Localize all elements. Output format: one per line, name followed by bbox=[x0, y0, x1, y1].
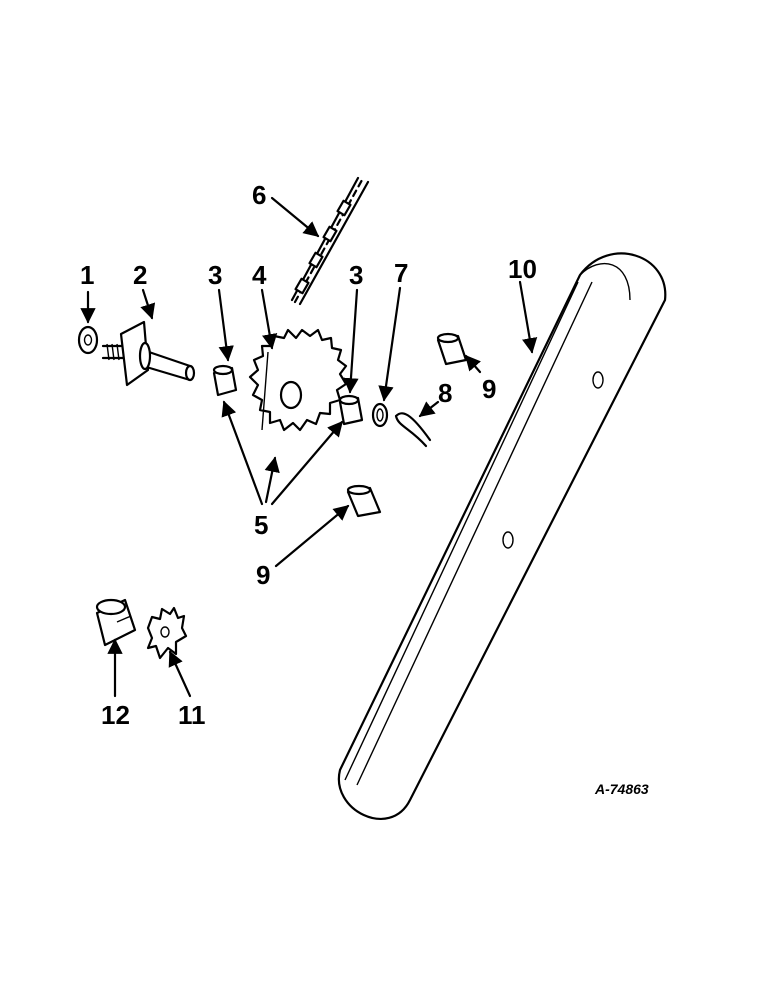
callout-7: 7 bbox=[394, 258, 408, 288]
bushing-part-3-right bbox=[338, 394, 364, 426]
callout-9-lower: 9 bbox=[256, 560, 270, 590]
callout-arrows bbox=[80, 196, 538, 698]
roller-chain-part-6 bbox=[290, 176, 370, 306]
callout-1: 1 bbox=[80, 260, 94, 290]
arrow-2 bbox=[140, 288, 156, 320]
callout-10: 10 bbox=[508, 254, 537, 284]
arrow-8 bbox=[418, 400, 440, 418]
arrow-3-left bbox=[217, 288, 234, 362]
arrow-3-right bbox=[343, 288, 359, 394]
callout-2: 2 bbox=[133, 260, 147, 290]
callout-5: 5 bbox=[254, 510, 268, 540]
bushing-part-9-lower bbox=[346, 484, 382, 518]
arrow-5-c bbox=[270, 420, 344, 506]
callout-6: 6 bbox=[252, 180, 266, 210]
arrow-6 bbox=[270, 196, 320, 238]
arrow-5-b bbox=[264, 456, 280, 504]
small-sprocket-part-11 bbox=[146, 606, 188, 660]
callout-3-left: 3 bbox=[208, 260, 222, 290]
bushing-part-3-left bbox=[212, 364, 238, 397]
callout-12: 12 bbox=[101, 700, 130, 730]
bushing-part-9-upper bbox=[436, 332, 468, 366]
arrow-7 bbox=[378, 286, 402, 402]
arrow-10 bbox=[518, 280, 538, 354]
idler-shaft-part-2 bbox=[101, 320, 196, 387]
figure-id: A-74863 bbox=[594, 781, 649, 797]
washer-part-7 bbox=[371, 402, 389, 428]
arrow-9-lower bbox=[274, 504, 350, 568]
collar-part-12 bbox=[95, 598, 137, 647]
arrow-5-a bbox=[221, 400, 264, 506]
callout-3-right: 3 bbox=[349, 260, 363, 290]
callout-8: 8 bbox=[438, 378, 452, 408]
hair-pin-cotter-part-8 bbox=[394, 412, 432, 448]
callout-4: 4 bbox=[252, 260, 267, 290]
arrow-11 bbox=[168, 650, 192, 698]
guide-plate-part-10 bbox=[337, 252, 667, 820]
arrow-4 bbox=[260, 288, 278, 350]
callout-11: 11 bbox=[178, 700, 206, 730]
callout-9-upper: 9 bbox=[482, 374, 496, 404]
flat-washer-part-1 bbox=[77, 325, 99, 355]
arrow-9-upper bbox=[464, 354, 482, 374]
sprocket-part-4 bbox=[248, 328, 348, 432]
